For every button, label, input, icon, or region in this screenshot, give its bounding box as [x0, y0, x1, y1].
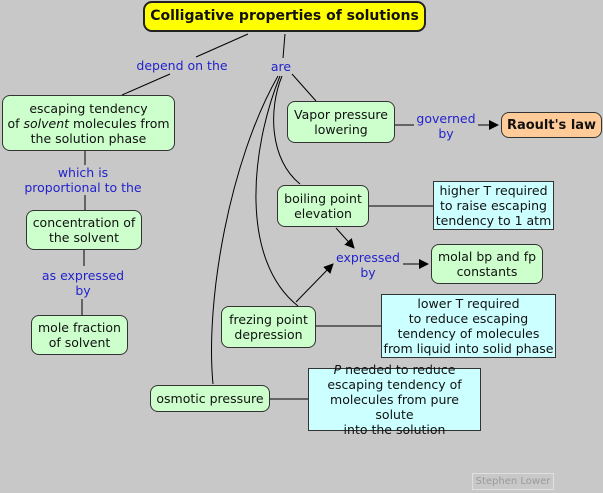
link-as-expressed-by: as expressed by: [41, 268, 125, 298]
escaping-tendency-text: escaping tendency of solvent molecules f…: [7, 101, 169, 146]
connector-are-freezing: [255, 75, 299, 307]
link-are: are: [270, 59, 292, 74]
node-mole-fraction: mole fraction of solvent: [31, 315, 128, 355]
p-needed-symbol: P: [333, 362, 342, 377]
note-lower-t-required: lower T required to reduce escaping tend…: [381, 294, 556, 358]
note-higher-t-required: higher T required to raise escaping tend…: [433, 181, 554, 230]
note-p-needed: P needed to reduce escaping tendency of …: [308, 362, 481, 437]
escaping-line2-post: molecules from: [69, 115, 170, 131]
node-freezing-point-depression: frezing point depression: [221, 306, 316, 348]
node-raoults-law: Raoult's law: [501, 112, 602, 138]
node-osmotic-pressure: osmotic pressure: [150, 385, 270, 412]
node-concentration-of-solvent: concentration of the solvent: [26, 210, 142, 250]
link-depend-on-the: depend on the: [136, 58, 228, 73]
node-escaping-tendency: escaping tendency of solvent molecules f…: [2, 95, 175, 151]
connector-freezing-expressed: [295, 263, 334, 303]
node-boiling-point-elevation: boiling point elevation: [277, 185, 369, 227]
connector-boiling-expressed: [335, 227, 355, 249]
connector-title-depend: [195, 33, 249, 58]
link-which-is-proportional: which is proportional to the: [24, 165, 142, 195]
connector-are-boiling: [273, 75, 301, 185]
connector-title-are: [282, 33, 286, 59]
escaping-line3: the solution phase: [30, 130, 147, 146]
p-needed-text: P needed to reduce escaping tendency of …: [309, 362, 480, 437]
escaping-line2-em: solvent: [23, 115, 70, 131]
node-vapor-pressure-lowering: Vapor pressure lowering: [287, 101, 395, 143]
escaping-line2-pre: of: [7, 115, 24, 131]
title-text: Colligative properties of solutions: [150, 8, 419, 24]
connector-are-osmotic: [211, 75, 279, 385]
node-molal-constants: molal bp and fp constants: [431, 244, 543, 284]
author-credit: Stephen Lower: [472, 473, 554, 490]
p-needed-rest: needed to reduce escaping tendency of mo…: [327, 362, 462, 437]
concept-map-title: Colligative properties of solutions: [143, 1, 426, 32]
connector-are-vapor: [291, 73, 317, 102]
connector-depend-escaping: [121, 73, 171, 96]
link-governed-by: governed by: [416, 111, 476, 141]
link-expressed-by: expressed by: [335, 250, 400, 280]
escaping-line1: escaping tendency: [29, 100, 148, 116]
